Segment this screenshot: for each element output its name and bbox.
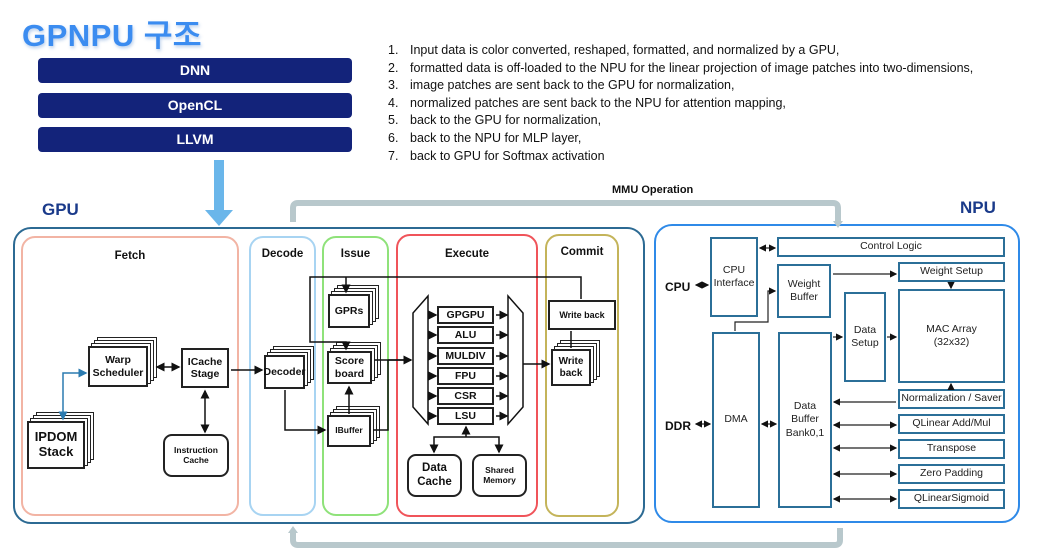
write-back-block: Write back (548, 300, 616, 330)
mmu-arrow-bottom (290, 528, 843, 548)
write-back-stack-block: Write back (551, 349, 591, 386)
stage-fetch: Fetch (21, 236, 239, 516)
ibuffer-block: IBuffer (327, 415, 371, 447)
data-buffer-block: Data Buffer Bank0,1 (778, 332, 832, 508)
step-item: 5.back to the GPU for normalization, (388, 113, 602, 128)
post-unit-transpose: Transpose (898, 439, 1005, 459)
gpu-label: GPU (42, 200, 79, 219)
post-unit-normalization-saver: Normalization / Saver (898, 389, 1005, 409)
post-unit-qlinear-add-mul: QLinear Add/Mul (898, 414, 1005, 434)
exec-unit-lsu: LSU (437, 407, 494, 425)
exec-unit-muldiv: MULDIV (437, 347, 494, 365)
stack-layer-llvm: LLVM (38, 127, 352, 152)
data-setup-block: Data Setup (844, 292, 886, 382)
step-item: 7.back to GPU for Softmax activation (388, 148, 605, 163)
weight-setup-block: Weight Setup (898, 262, 1005, 282)
dataflow-steps: 1.Input data is color converted, reshape… (388, 42, 973, 165)
dma-block: DMA (712, 332, 760, 508)
stage-execute: Execute (396, 234, 538, 517)
shared-memory-block: Shared Memory (472, 454, 527, 497)
post-unit-qlinear-sigmoid: QLinearSigmoid (898, 489, 1005, 509)
stack-layer-dnn: DNN (38, 58, 352, 83)
stage-decode-label: Decode (261, 248, 304, 260)
exec-unit-csr: CSR (437, 387, 494, 405)
step-item: 1.Input data is color converted, reshape… (388, 43, 840, 57)
step-item: 3.image patches are sent back to the GPU… (388, 78, 735, 93)
stage-commit-label: Commit (560, 246, 604, 258)
exec-unit-fpu: FPU (437, 367, 494, 385)
npu-label: NPU (960, 198, 996, 217)
exec-unit-alu: ALU (437, 326, 494, 344)
mac-array-block: MAC Array (32x32) (898, 289, 1005, 383)
stage-issue-label: Issue (340, 248, 371, 260)
icache-stage-block: ICache Stage (181, 348, 229, 388)
post-unit-zero-padding: Zero Padding (898, 464, 1005, 484)
stage-fetch-label: Fetch (114, 250, 146, 262)
stage-execute-label: Execute (444, 248, 490, 260)
data-cache-block: Data Cache (407, 454, 462, 497)
instruction-cache-block: Instruction Cache (163, 434, 229, 477)
cpu-external-label: CPU (665, 280, 691, 294)
exec-unit-gpgpu: GPGPU (437, 306, 494, 324)
mmu-arrowhead-bottom (288, 526, 298, 533)
stage-commit: Commit (545, 234, 619, 517)
cpu-interface-block: CPU Interface (710, 237, 758, 317)
ipdom-stack-block: IPDOM Stack (27, 421, 85, 469)
scoreboard-block: Score board (327, 351, 372, 384)
gprs-block: GPRs (328, 294, 370, 328)
decoder-block: Decoder (264, 355, 306, 389)
step-item: 4.normalized patches are sent back to th… (388, 95, 786, 110)
down-arrow-icon (205, 160, 233, 226)
gpu-frame (13, 227, 645, 524)
ddr-external-label: DDR (665, 419, 691, 433)
warp-scheduler-block: Warp Scheduler (88, 346, 148, 387)
page-title: GPNPU 구조 (22, 18, 202, 53)
stage-decode: Decode (249, 236, 316, 516)
step-item: 6.back to the NPU for MLP layer, (388, 130, 582, 145)
mmu-operation-label: MMU Operation (612, 184, 694, 196)
step-item: 2.formatted data is off-loaded to the NP… (388, 60, 974, 75)
weight-buffer-block: Weight Buffer (777, 264, 831, 318)
mmu-arrow-top (290, 200, 841, 222)
control-logic-block: Control Logic (777, 237, 1005, 257)
stack-layer-opencl: OpenCL (38, 93, 352, 118)
